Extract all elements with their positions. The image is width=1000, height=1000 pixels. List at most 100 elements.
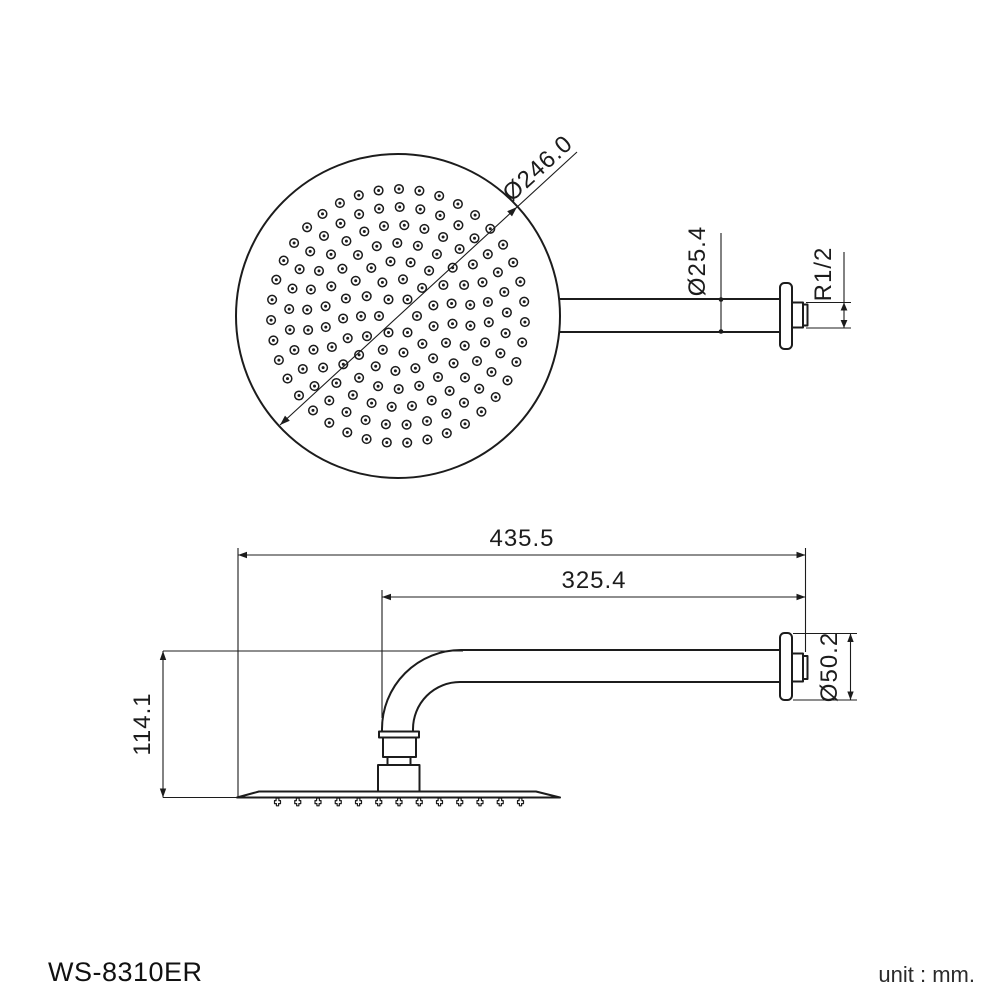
nozzle-hole-center <box>410 404 414 408</box>
nozzle-hole-center <box>382 224 386 228</box>
nozzle-hole-center <box>463 344 467 348</box>
nozzle-hole-center <box>397 187 401 191</box>
nozzle-hole-center <box>384 422 388 426</box>
nozzle-hole-center <box>376 384 380 388</box>
nozzle-hole-center <box>418 207 422 211</box>
nozzle-hole-center <box>437 194 441 198</box>
dim-flange-label: Ø50.2 <box>816 632 843 702</box>
nozzle-hole-center <box>334 381 338 385</box>
side-face-plate <box>236 790 561 799</box>
nozzle-hole-center <box>329 284 333 288</box>
nozzle-hole-center <box>291 287 294 291</box>
nozzle-hole-center <box>483 340 487 344</box>
nozzle-hole-center <box>338 201 342 205</box>
nozzle-hole-center <box>369 266 373 270</box>
nozzle-hole-center <box>413 366 417 370</box>
nozzle-hole-center <box>438 214 442 217</box>
nozzle-hole-center <box>344 297 348 300</box>
nozzle-hole-center <box>365 294 369 298</box>
nozzle-hole-center <box>393 369 397 373</box>
side-nozzle <box>395 797 403 807</box>
nozzle-hole-center <box>375 244 379 248</box>
dim-overall-length: 435.5 <box>238 525 806 559</box>
nozzle-hole-center <box>341 317 345 320</box>
nozzle-hole-center <box>490 370 493 374</box>
nozzle-hole-center <box>292 241 296 245</box>
side-nozzle <box>354 797 363 807</box>
dim-overall-arrow-right <box>796 551 806 559</box>
nozzle-hole-center <box>321 212 324 216</box>
nozzle-hole-center <box>471 262 475 266</box>
nozzle-hole-center <box>365 334 369 338</box>
nozzle-hole-center <box>496 270 500 274</box>
nozzle-hole-center <box>518 280 522 284</box>
side-view: 435.5 325.4 114.1 Ø50.2 <box>129 525 857 807</box>
dim-overall-arrow-left <box>238 551 247 559</box>
nozzle-hole-center <box>377 314 381 318</box>
nozzle-hole-center <box>341 362 345 366</box>
nozzle-hole-center <box>506 378 509 382</box>
nozzle-hole-center <box>359 314 363 318</box>
nozzle-hole-center <box>282 259 286 263</box>
nozzle-hole-center <box>481 280 484 284</box>
nozzle-hole-center <box>329 252 333 256</box>
nozzle-hole-center <box>504 331 508 335</box>
nozzle-hole-center <box>520 340 524 344</box>
nozzle-hole-center <box>286 377 289 381</box>
nozzle-hole-center <box>430 399 434 402</box>
nozzle-hole-center <box>417 384 421 388</box>
nozzle-hole-center <box>380 280 384 284</box>
nozzle-hole-center <box>450 302 454 305</box>
unit-label: unit : mm. <box>878 962 975 987</box>
side-arm-inner-edge <box>412 681 781 732</box>
nozzle-hole-center <box>330 345 334 349</box>
nozzle-hole-center <box>270 298 274 302</box>
nozzle-hole-center <box>292 348 296 352</box>
nozzle-hole-center <box>309 288 313 292</box>
dim-drop-height: 114.1 <box>129 651 167 798</box>
dim-head-diameter-arrow-left <box>280 415 290 425</box>
nozzle-hole-center <box>357 193 361 197</box>
nozzle-hole-center <box>488 227 492 231</box>
dim-head-diameter-line <box>279 151 578 426</box>
dim-thread-label: R1/2 <box>810 247 837 302</box>
nozzle-hole-center <box>441 283 445 287</box>
nozzle-hole-center <box>317 269 321 273</box>
nozzle-hole-center <box>405 423 409 427</box>
side-nut <box>382 736 417 758</box>
nozzle-hole-center <box>357 353 361 357</box>
nozzle-hole-center <box>298 267 302 271</box>
nozzle-hole-center <box>277 358 281 362</box>
nozzle-hole-center <box>301 367 305 371</box>
nozzle-hole-center <box>305 225 309 229</box>
nozzle-hole-center <box>468 303 472 307</box>
nozzle-hole-center <box>401 277 405 281</box>
nozzle-hole-center <box>365 437 369 441</box>
nozzle-hole-center <box>271 338 275 342</box>
nozzle-hole-center <box>387 298 390 301</box>
side-nozzle <box>476 797 484 807</box>
nozzle-hole-center <box>356 253 360 257</box>
nozzle-hole-center <box>431 356 435 360</box>
nozzle-hole-center <box>406 298 409 301</box>
side-step <box>386 756 412 766</box>
nozzle-hole-center <box>306 328 310 332</box>
dim-overall-label: 435.5 <box>489 525 554 552</box>
side-nozzle <box>435 797 444 807</box>
dim-arm-diameter-dot-top <box>718 297 724 302</box>
dim-flange-diameter: Ø50.2 <box>816 632 854 702</box>
nozzle-hole-center <box>305 308 309 312</box>
nozzle-hole-center <box>402 351 405 355</box>
nozzle-hole-center <box>321 366 325 370</box>
nozzle-hole-center <box>522 300 526 304</box>
nozzle-hole-center <box>351 393 355 397</box>
nozzle-hole-center <box>364 418 368 422</box>
nozzle-hole-center <box>415 314 419 318</box>
nozzle-pattern <box>266 183 530 448</box>
nozzle-hole-center <box>498 351 502 355</box>
nozzle-hole-center <box>344 239 348 243</box>
dim-thread-arrow-down <box>840 320 848 328</box>
nozzle-hole-center <box>463 422 467 426</box>
nozzle-hole-center <box>451 322 454 326</box>
top-thread-nib-body <box>790 301 804 329</box>
